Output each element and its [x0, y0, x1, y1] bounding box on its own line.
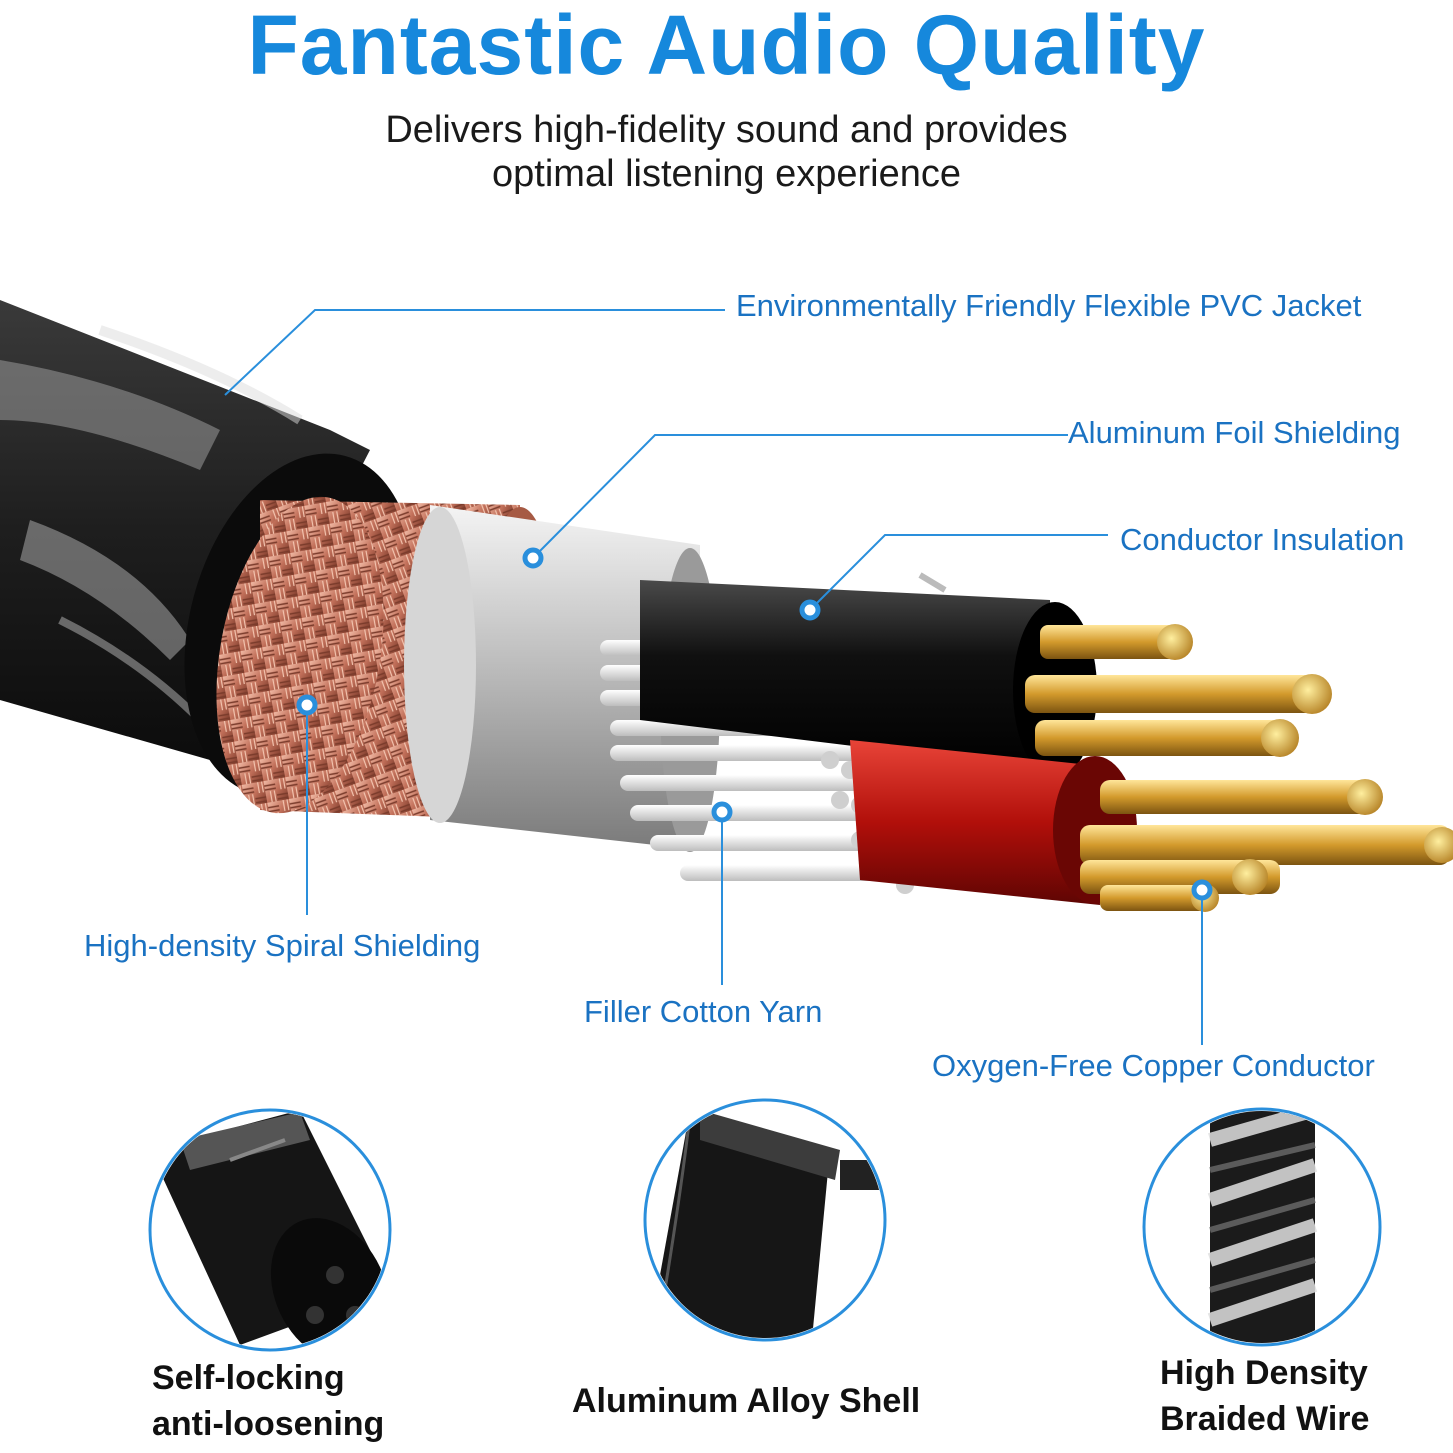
page-subtitle: Delivers high-fidelity sound and provide… — [0, 108, 1453, 196]
feature-self-locking-line1: Self-locking — [152, 1359, 345, 1397]
aluminum-shell-circle — [643, 1098, 887, 1342]
callout-dots — [296, 547, 1213, 901]
label-copper-conductor: Oxygen-Free Copper Conductor — [932, 1048, 1375, 1083]
label-spiral-shielding: High-density Spiral Shielding — [84, 928, 481, 963]
callout-lines — [224, 309, 1203, 1045]
feature-aluminum-shell-line1: Aluminum Alloy Shell — [572, 1382, 921, 1420]
label-pvc-jacket: Environmentally Friendly Flexible PVC Ja… — [736, 288, 1362, 323]
copper-strands — [1025, 624, 1453, 912]
feature-self-locking: Self-locking anti-loosening — [152, 1355, 384, 1447]
feature-self-locking-line2: anti-loosening — [152, 1405, 385, 1443]
subtitle-line-2: optimal listening experience — [492, 153, 961, 195]
subtitle-line-1: Delivers high-fidelity sound and provide… — [385, 109, 1068, 151]
xlr-connector-circle — [148, 1108, 392, 1352]
feature-braided-wire-line2: Braided Wire — [1160, 1400, 1370, 1438]
feature-aluminum-shell: Aluminum Alloy Shell — [572, 1378, 920, 1424]
label-foil-shielding: Aluminum Foil Shielding — [1068, 415, 1401, 450]
feature-braided-wire: High Density Braided Wire — [1160, 1350, 1369, 1442]
braided-wire-circle — [1142, 1107, 1382, 1347]
label-filler-yarn: Filler Cotton Yarn — [584, 994, 823, 1029]
feature-braided-wire-line1: High Density — [1160, 1354, 1368, 1392]
page-title: Fantastic Audio Quality — [247, 0, 1206, 92]
label-conductor-insulation: Conductor Insulation — [1120, 522, 1405, 557]
